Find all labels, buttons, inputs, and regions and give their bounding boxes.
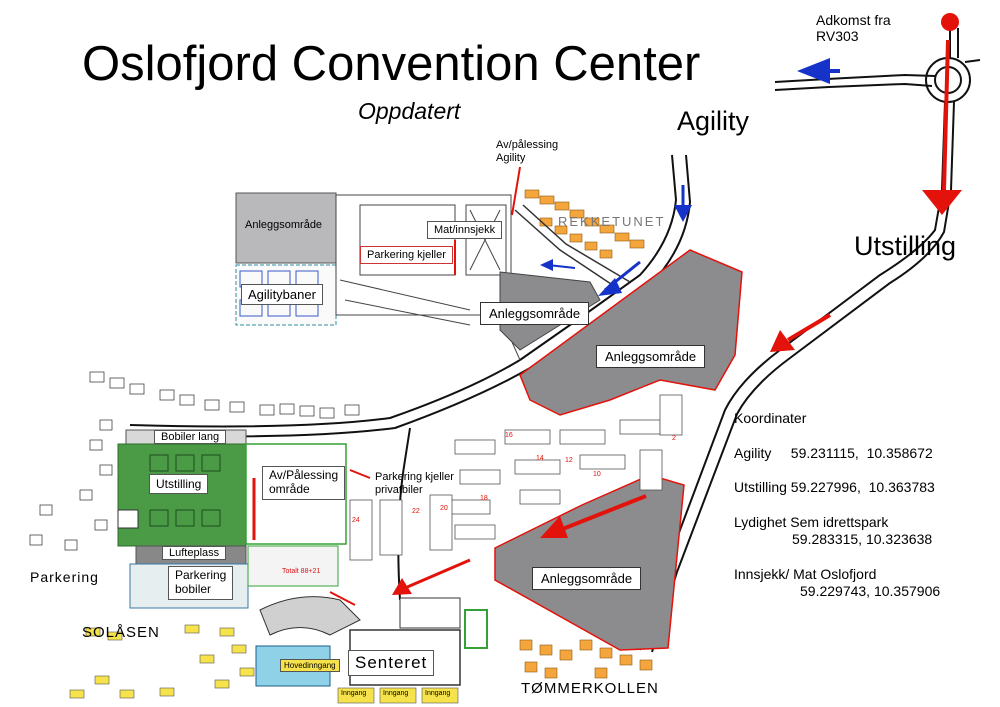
tommerkollen-houses (519, 639, 653, 679)
senteret-label: Senteret (348, 650, 435, 676)
av-palessing-omrade-line-2: område (269, 481, 310, 496)
adkomst-label: Adkomst fra RV303 (816, 12, 891, 44)
coordinates-heading: Koordinater (734, 410, 807, 426)
rekketunet-road-2 (522, 204, 631, 283)
inngang-b-label: Inngang (383, 690, 409, 697)
anlegg-lower-area (494, 474, 685, 651)
totalt-label: Totalt 88+21 (282, 568, 321, 575)
agility-heading: Agility (677, 106, 750, 136)
building-outline (335, 194, 521, 361)
left-houses (29, 371, 360, 551)
svg-text:22: 22 (412, 508, 420, 515)
inngang-c-label: Inngang (425, 690, 451, 697)
mat-innsjekk-label: Mat/innsjekk (427, 221, 503, 239)
coordinates-panel: Koordinater Agility 59.231115, 10.358672… (734, 410, 940, 601)
parkering-label: Parkering (30, 569, 99, 585)
parkering-kjeller-label: Parkering kjeller (360, 246, 453, 264)
inngang-signs (337, 687, 459, 704)
lufteplass-label: Lufteplass (162, 546, 227, 560)
map-subtitle: Oppdatert (358, 98, 461, 124)
parkering-privat-line-1: Parkering kjeller (375, 471, 454, 483)
svg-text:20: 20 (440, 505, 448, 512)
parkering-privat-line-2: privatbiler (375, 484, 423, 497)
svg-text:24: 24 (352, 517, 360, 524)
adkomst-line-2: RV303 (816, 28, 859, 45)
coordinates-innsjekk-name: Innsjekk/ Mat Oslofjord (734, 565, 877, 582)
bobiler-lang-label: Bobiler lang (154, 430, 227, 444)
svg-text:16: 16 (505, 432, 513, 439)
av-palessing-omrade-line-1: Av/Pålessing (269, 468, 339, 482)
av-palessing-agility-label: Av/pålessing Agility (496, 139, 558, 165)
house-numbers: 16 14 12 10 2 18 20 22 24 (352, 432, 676, 524)
svg-text:10: 10 (593, 471, 601, 478)
rekketunet-houses (524, 189, 645, 259)
blue-arrows (540, 58, 840, 296)
agilitybaner-label: Agilitybaner (241, 284, 323, 305)
svg-text:12: 12 (565, 457, 573, 464)
small-building-3 (117, 509, 139, 529)
parkering-privat-label: Parkering kjeller privatbiler (375, 471, 454, 497)
tommerkollen-label: TØMMERKOLLEN (521, 680, 659, 697)
rekketunet-road (514, 209, 621, 291)
green-building (464, 609, 488, 649)
parkering-bobiler-line-1: Parkering (175, 568, 227, 582)
utstilling-field-label: Utstilling (149, 474, 209, 494)
av-palessing-omrade-label: Av/Pålessing område (262, 466, 346, 500)
coordinates-lydighet-name: Lydighet Sem idrettspark (734, 513, 889, 530)
middle-houses (349, 394, 683, 561)
svg-text:18: 18 (480, 495, 488, 502)
anlegg-lower-label: Anleggsområde (532, 567, 642, 590)
anlegg-top-label: Anleggsområde (245, 219, 323, 231)
coordinates-agility: Agility 59.231115, 10.358672 (734, 444, 933, 461)
parkering-bobiler-line-2: bobiler (175, 581, 212, 596)
centre-curve (259, 596, 361, 636)
anlegg-right-area (519, 249, 743, 416)
svg-text:14: 14 (536, 455, 544, 462)
anlegg-center-label: Anleggsområde (480, 302, 590, 325)
utstilling-field (117, 443, 247, 547)
svg-text:2: 2 (672, 435, 676, 442)
solasen-label: SOLÅSEN (82, 624, 160, 641)
parking-p-area (399, 597, 461, 629)
show-rings (149, 454, 221, 527)
coordinates-innsjekk-value: 59.229743, 10.357906 (800, 583, 941, 599)
parking-strip (247, 545, 339, 587)
anlegg-right-label: Anleggsområde (596, 345, 706, 368)
coordinates-utstilling: Utstilling 59.227996, 10.363783 (734, 479, 935, 495)
red-arrows (329, 13, 962, 606)
av-palessing-agility-line-1: Av/pålessing (496, 139, 559, 151)
rekketunet-label: REKKETUNET (558, 214, 666, 229)
adkomst-line-1: Adkomst fra (816, 12, 891, 28)
parkering-bobiler-label: Parkering bobiler (168, 566, 234, 600)
utstilling-heading: Utstilling (854, 231, 957, 261)
av-palessing-agility-line-2: Agility (496, 152, 526, 165)
solasen-houses (69, 624, 255, 699)
hovedinngang-label: Hovedinngang (280, 659, 340, 672)
inngang-a-label: Inngang (341, 690, 367, 697)
map-title: Oslofjord Convention Center (82, 37, 701, 91)
coordinates-lydighet-value: 59.283315, 10.323638 (792, 531, 933, 547)
